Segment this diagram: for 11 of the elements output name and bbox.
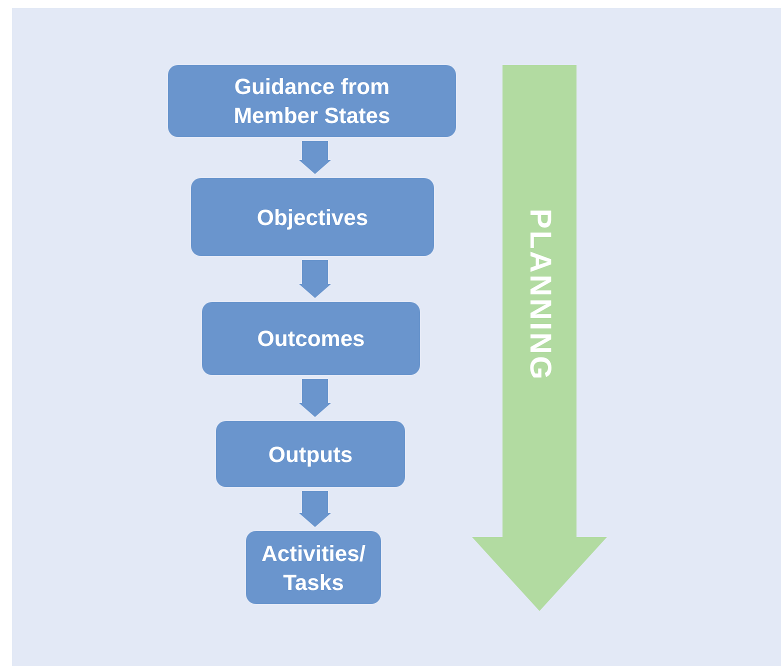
block-arrow: [299, 379, 331, 417]
process-box: Objectives: [191, 178, 434, 256]
process-box: Activities/ Tasks: [246, 531, 381, 604]
block-arrow: [299, 141, 331, 174]
process-box: Guidance from Member States: [168, 65, 456, 137]
arrow-label: PLANNING: [522, 208, 556, 382]
block-arrow: [299, 260, 331, 298]
process-box: Outputs: [216, 421, 405, 487]
down-arrow-shape: [472, 65, 607, 611]
block-arrow: [299, 491, 331, 527]
process-box: Outcomes: [202, 302, 420, 375]
